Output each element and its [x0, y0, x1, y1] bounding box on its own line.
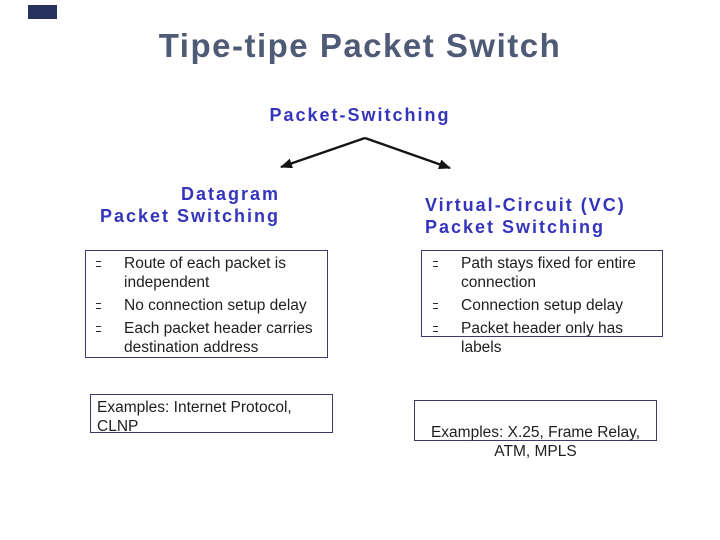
- datagram-examples-text: Examples: Internet Protocol, CLNP: [97, 399, 292, 435]
- bullet-icon: [433, 303, 438, 309]
- branch-arrows: [280, 136, 451, 170]
- root-node-label: Packet-Switching: [269, 105, 451, 125]
- vc-heading-line1: Virtual-Circuit (VC): [425, 195, 626, 215]
- datagram-heading-line2: Packet Switching: [100, 206, 281, 226]
- datagram-bullets-box: Route of each packet is independent No c…: [85, 250, 328, 358]
- bullet-item: Connection setup delay: [433, 296, 658, 315]
- bullet-item: Packet header only has labels: [433, 319, 658, 357]
- bullet-item: Each packet header carries destination a…: [96, 319, 323, 357]
- bullet-icon: [96, 326, 101, 332]
- bullet-text: Path stays fixed for entire connection: [461, 255, 636, 291]
- bullet-item: No connection setup delay: [96, 296, 323, 315]
- bullet-text: Connection setup delay: [461, 297, 624, 314]
- bullet-text: Each packet header carries destination a…: [124, 320, 313, 356]
- vc-branch-heading: Virtual-Circuit (VC) Packet Switching: [425, 194, 675, 238]
- datagram-heading-line1: Datagram: [180, 184, 280, 204]
- bullet-icon: [96, 303, 101, 309]
- vc-heading-line2: Packet Switching: [425, 217, 606, 237]
- corner-accent-bar: [28, 5, 57, 19]
- bullet-icon: [433, 326, 438, 332]
- slide-title: Tipe-tipe Packet Switch: [158, 27, 562, 64]
- datagram-branch-heading: Datagram Packet Switching: [100, 183, 280, 227]
- bullet-text: Packet header only has labels: [461, 320, 623, 356]
- vc-bullets-box: Path stays fixed for entire connection C…: [421, 250, 663, 356]
- vc-examples-text: Examples: X.25, Frame Relay, ATM, MPLS: [430, 424, 641, 460]
- bullet-item: Path stays fixed for entire connection: [433, 254, 658, 292]
- bullet-item: Route of each packet is independent: [96, 254, 323, 292]
- bullet-icon: [433, 261, 438, 267]
- bullet-icon: [96, 261, 101, 267]
- vc-examples-box: Examples: X.25, Frame Relay, ATM, MPLS: [414, 400, 657, 460]
- bullet-text: No connection setup delay: [124, 297, 307, 314]
- datagram-examples-box: Examples: Internet Protocol, CLNP: [90, 394, 333, 435]
- bullet-text: Route of each packet is independent: [124, 255, 286, 291]
